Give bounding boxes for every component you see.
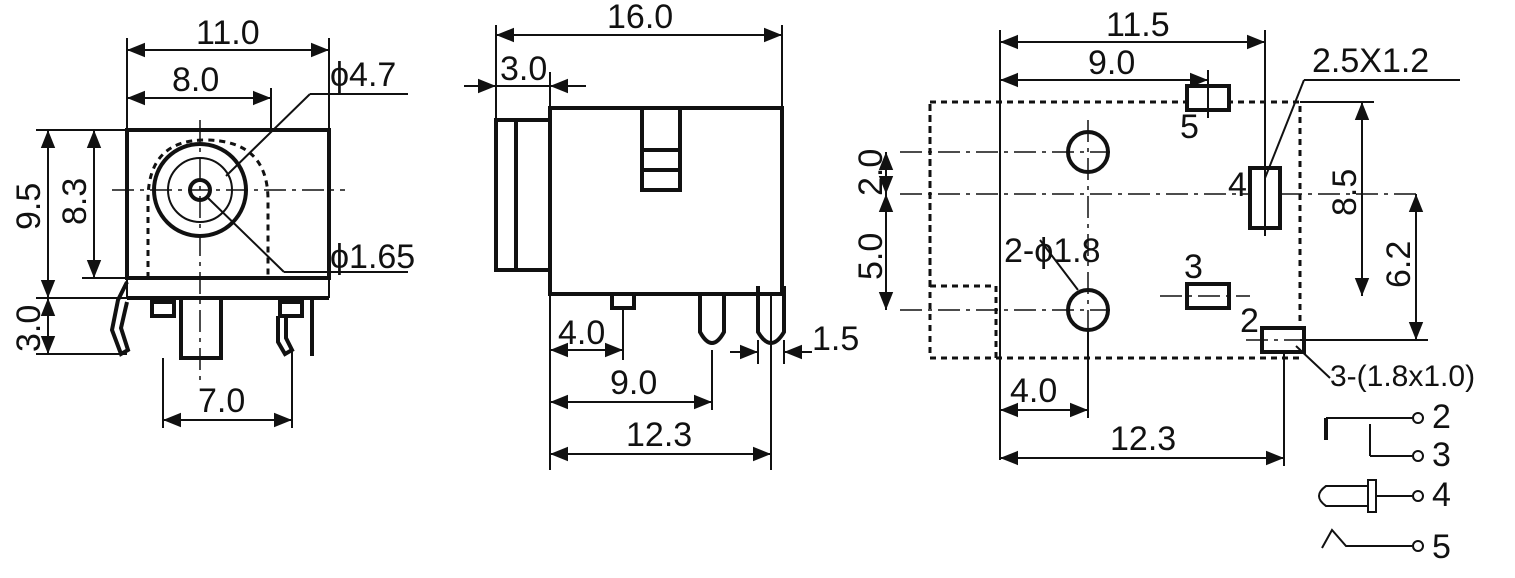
schematic-pin-3: 3 (1432, 436, 1451, 474)
terminal-3 (1412, 450, 1424, 462)
dim-footprint-slot: 2.5X1.2 (1312, 42, 1429, 80)
pad-label-5: 5 (1180, 108, 1199, 146)
dim-footprint-left: 4.0 (1010, 372, 1057, 410)
front-cavity (146, 138, 270, 278)
dim-side-body: 12.3 (626, 416, 692, 454)
mount-hole-top (1066, 130, 1110, 174)
hole-label: 2-ϕ1.8 (1004, 232, 1101, 270)
schematic-pin-2: 2 (1432, 398, 1451, 436)
schematic-pin-4: 4 (1432, 476, 1451, 514)
side-pin-1 (698, 294, 726, 345)
front-pin-center (179, 296, 223, 360)
dim-side-pin-width: 1.5 (812, 320, 859, 358)
dim-front-pin-len: 3.0 (10, 305, 48, 352)
dim-side-front: 3.0 (500, 50, 547, 88)
pcb-footprint: 11.5 9.0 2.5X1.2 2.0 5.0 8.5 6.2 2-ϕ1.8 … (852, 6, 1475, 466)
dim-front-height: 9.5 (10, 183, 48, 230)
dim-footprint-inner: 9.0 (1088, 44, 1135, 82)
schematic-pin-5: 5 (1432, 528, 1451, 566)
dim-front-width: 11.0 (196, 14, 260, 52)
dim-front-inner: 8.0 (172, 61, 219, 99)
dim-footprint-v2: 5.0 (852, 233, 890, 280)
dim-footprint-total: 11.5 (1106, 6, 1170, 44)
dim-front-dia-outer: ϕ4.7 (330, 56, 396, 94)
dim-side-pin1: 4.0 (558, 314, 605, 352)
side-view: 16.0 3.0 4.0 1.5 9.0 12.3 (464, 0, 859, 470)
terminal-4 (1412, 490, 1424, 502)
pad-label-3: 3 (1184, 248, 1203, 286)
dim-front-pin-span: 7.0 (198, 382, 245, 420)
schematic-symbol: 2 3 4 5 (1318, 398, 1451, 566)
side-body (548, 106, 784, 296)
dim-footprint-v3: 8.5 (1326, 169, 1364, 216)
pad-label-2: 2 (1240, 302, 1259, 340)
pad-label-4: 4 (1228, 166, 1247, 204)
side-front-cap (494, 118, 552, 272)
dim-footprint-bottom: 12.3 (1110, 420, 1176, 458)
front-view: 11.0 8.0 ϕ4.7 ϕ1.65 9.5 8.3 3.0 7.0 (10, 14, 415, 428)
terminal-5 (1412, 540, 1424, 552)
dim-side-pin2: 9.0 (610, 364, 657, 402)
terminal-2 (1412, 412, 1424, 424)
front-pin-right (276, 316, 295, 357)
dim-front-center: 8.3 (56, 178, 94, 225)
pad-spec-label: 3-(1.8x1.0) (1330, 360, 1475, 393)
dim-footprint-v1: 2.0 (852, 149, 890, 196)
dim-footprint-v4: 6.2 (1380, 241, 1418, 288)
front-pin-left (109, 281, 131, 357)
dim-side-length: 16.0 (607, 0, 673, 36)
dim-front-dia-pin: ϕ1.65 (330, 238, 415, 276)
